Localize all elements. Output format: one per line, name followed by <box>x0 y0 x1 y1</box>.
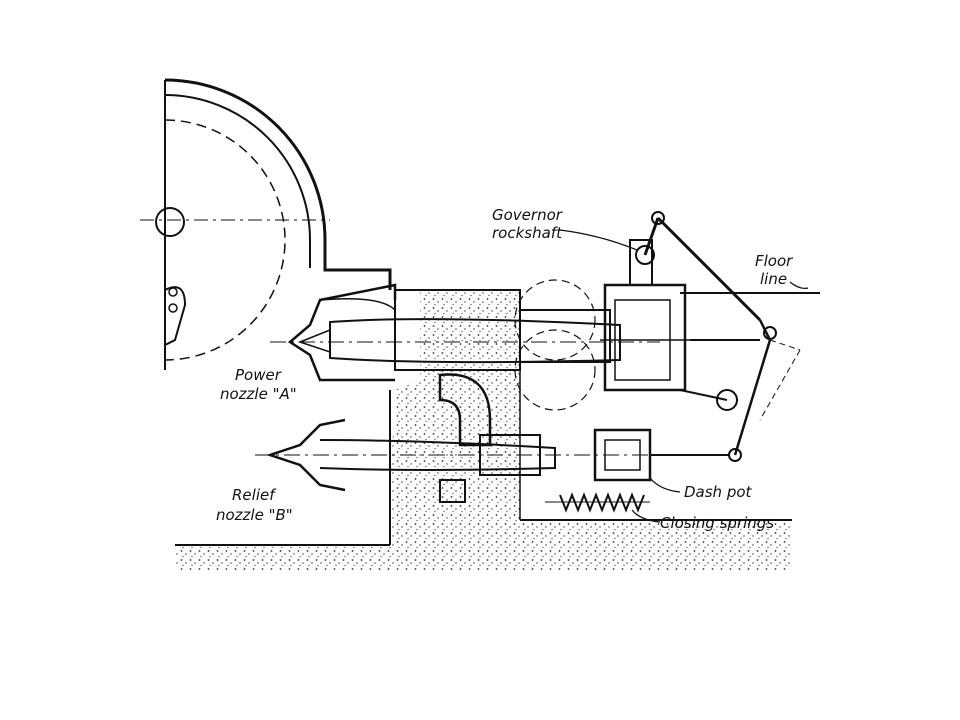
power-nozzle-a <box>270 283 660 382</box>
floor-label-line1: Floor <box>755 252 793 270</box>
wheel-housing <box>140 78 392 370</box>
dash-pot-label: Dash pot <box>684 483 753 501</box>
servo-housing <box>600 239 700 392</box>
wheel-buckets <box>514 279 596 411</box>
labels: Governor rockshaft Floor line Power nozz… <box>216 206 793 532</box>
power-nozzle-label-line1: Power <box>235 366 282 384</box>
closing-springs-label: Closing springs <box>660 514 774 532</box>
leader-lines <box>559 229 809 523</box>
closing-springs <box>545 492 650 513</box>
governor-label-line2: rockshaft <box>492 224 563 242</box>
governor-label-line1: Governor <box>492 206 563 224</box>
power-nozzle-label-line2: nozzle "A" <box>220 385 297 403</box>
relief-nozzle-label-line2: nozzle "B" <box>216 506 293 524</box>
dash-pot <box>593 428 730 482</box>
relief-nozzle-b <box>255 373 700 503</box>
governor-linkage <box>635 211 801 462</box>
relief-nozzle-label-line1: Relief <box>232 486 277 504</box>
floor-label-line2: line <box>760 270 787 288</box>
